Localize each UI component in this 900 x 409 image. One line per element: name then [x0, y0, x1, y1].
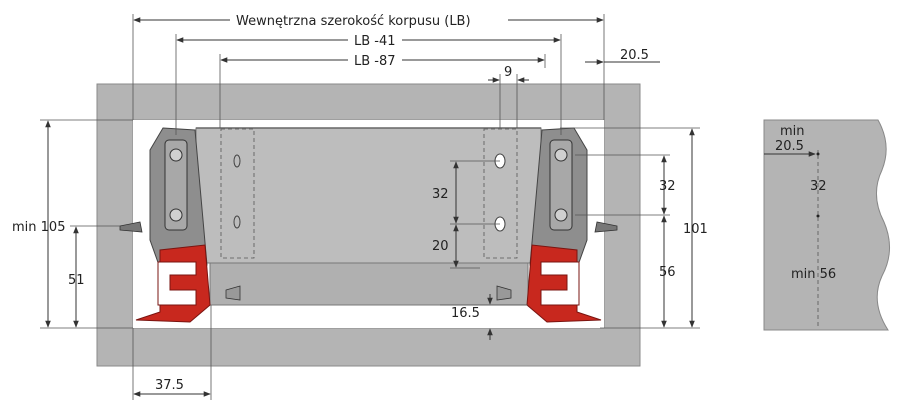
dim-9-label: 9	[504, 65, 512, 80]
side-panel-detail	[763, 119, 890, 331]
dim-37-5-label: 37.5	[155, 378, 184, 393]
dim-inner-width-label: Wewnętrzna szerokość korpusu (LB)	[236, 14, 471, 29]
dim-16-5-label: 16.5	[451, 306, 480, 321]
dim-min-105-label: min 105	[12, 220, 65, 235]
dim-left-20-label: 20	[432, 239, 449, 254]
side-min-label: min	[780, 124, 805, 139]
dim-101-label: 101	[683, 222, 708, 237]
drawer-body	[195, 127, 542, 306]
right-runner-assembly	[496, 127, 618, 323]
mounting-hole	[233, 215, 241, 229]
side-32-label: 32	[810, 179, 827, 194]
dim-lb-87-label: LB -87	[354, 54, 396, 69]
dim-56-label: 56	[659, 265, 676, 280]
left-runner-assembly	[119, 127, 241, 323]
dim-51-label: 51	[68, 273, 85, 288]
dim-left-32-label: 32	[432, 187, 449, 202]
side-min-56-label: min 56	[791, 267, 836, 282]
mounting-hole	[233, 154, 241, 168]
dim-20-5-label: 20.5	[620, 48, 649, 63]
dimension-lines	[40, 14, 700, 400]
side-20-5-label: 20.5	[775, 139, 804, 154]
dim-right-32-label: 32	[659, 179, 676, 194]
dim-lb-41-label: LB -41	[354, 34, 396, 49]
